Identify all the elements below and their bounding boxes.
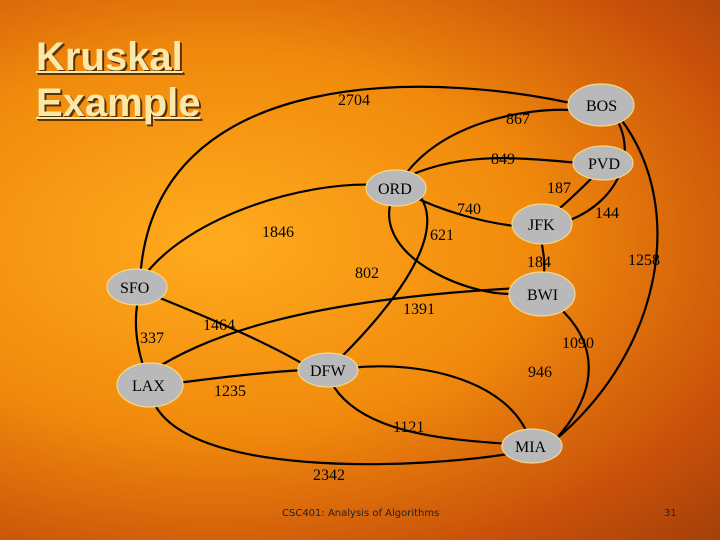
node-sfo-label: SFO	[120, 280, 149, 297]
node-pvd: PVD	[572, 145, 634, 181]
weight-lax-dfw: 1464	[203, 317, 235, 334]
edge-dfw-mia	[349, 365, 532, 441]
edge-ord-bos	[399, 108, 571, 183]
edge-ord-dfw	[329, 195, 429, 369]
weight-ord-dfw: 621	[430, 227, 454, 244]
weight-lax-mia-1235: 1235	[214, 383, 246, 400]
nodes: BOS PVD ORD JFK SFO BWI	[106, 83, 635, 464]
node-jfk-label: JFK	[528, 217, 555, 234]
node-dfw-label: DFW	[310, 363, 346, 380]
edge-lax-mia-1235	[169, 368, 311, 386]
weight-jfk-bos: 144	[595, 205, 619, 222]
weight-ord-bos: 867	[506, 111, 530, 128]
title-line-2: Example	[36, 81, 201, 125]
footer-course-name: CSC401: Analysis of Algorithms	[282, 508, 440, 519]
edge-lax-dfw	[149, 286, 521, 373]
weight-bwi-mia: 1090	[562, 335, 594, 352]
node-sfo: SFO	[106, 268, 168, 306]
footer-page-number: 31	[664, 508, 677, 519]
weight-jfk-bwi: 184	[527, 254, 551, 271]
node-pvd-label: PVD	[588, 156, 620, 173]
title-line-1: Kruskal	[36, 35, 183, 79]
edge-lax-mia-2342	[148, 391, 521, 466]
weight-sfo-lax: 337	[140, 330, 164, 347]
weight-dfw-mia: 946	[528, 364, 552, 381]
edge-bwi-mia	[549, 299, 590, 441]
node-mia: MIA	[501, 428, 563, 464]
weight-bos-mia: 1258	[628, 252, 660, 269]
edge-sfo-bos	[138, 85, 593, 283]
node-bos: BOS	[567, 83, 635, 127]
node-ord-label: ORD	[378, 181, 412, 198]
edge-sfo-dfw	[139, 288, 311, 369]
weight-sfo-bos: 2704	[338, 92, 370, 109]
node-mia-label: MIA	[515, 439, 547, 456]
weight-dfw-bwi: 1121	[393, 419, 424, 436]
node-jfk: JFK	[511, 203, 573, 245]
weight-lax-mia-2342: 2342	[313, 467, 345, 484]
weight-ord-bwi: 802	[355, 265, 379, 282]
node-dfw: DFW	[297, 352, 359, 388]
node-bos-label: BOS	[586, 98, 617, 115]
edge-weights: 2704 867 849 187 740 144 1846 621 184 12…	[140, 92, 660, 484]
weight-sfo-dfw: 1391	[403, 301, 435, 318]
weight-jfk-pvd: 187	[547, 180, 571, 197]
edge-sfo-ord	[139, 183, 381, 283]
node-lax-label: LAX	[132, 378, 165, 395]
edges	[134, 85, 659, 466]
node-bwi-label: BWI	[527, 287, 558, 304]
edge-ord-pvd	[399, 157, 581, 181]
edge-bos-mia	[544, 117, 659, 449]
weight-sfo-ord: 1846	[262, 224, 294, 241]
node-lax: LAX	[116, 362, 184, 408]
slide-title: Kruskal Example	[36, 34, 201, 126]
weight-ord-jfk: 740	[457, 201, 481, 218]
weight-ord-pvd: 849	[491, 151, 515, 168]
edge-ord-bwi	[388, 197, 519, 295]
edge-dfw-bwi	[329, 379, 521, 447]
node-ord: ORD	[365, 169, 427, 207]
node-bwi: BWI	[508, 271, 576, 317]
